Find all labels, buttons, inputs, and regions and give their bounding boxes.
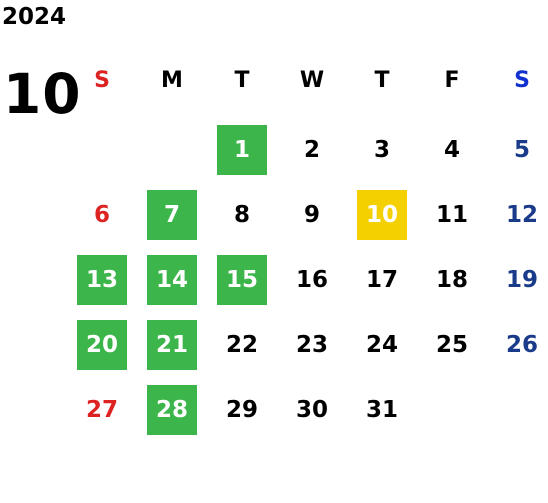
day-cell-20[interactable]: 20: [77, 320, 127, 370]
weekday-header-sun: S: [94, 68, 110, 93]
day-cell-26[interactable]: 26: [505, 332, 538, 358]
day-cell-7[interactable]: 7: [147, 190, 197, 240]
day-cell-10[interactable]: 10: [357, 190, 407, 240]
year-label: 2024: [2, 4, 67, 30]
day-cell-14[interactable]: 14: [147, 255, 197, 305]
day-cell-3[interactable]: 3: [373, 137, 390, 163]
day-cell-13[interactable]: 13: [77, 255, 127, 305]
day-cell-11[interactable]: 11: [435, 202, 468, 228]
day-cell-31[interactable]: 31: [365, 397, 398, 423]
day-cell-17[interactable]: 17: [365, 267, 398, 293]
day-cell-5[interactable]: 5: [513, 137, 530, 163]
weekday-header-sat: S: [514, 68, 530, 93]
weekday-header-tue: T: [234, 68, 250, 93]
day-cell-9[interactable]: 9: [303, 202, 320, 228]
month-label: 10: [3, 62, 82, 126]
day-cell-22[interactable]: 22: [225, 332, 258, 358]
day-cell-28[interactable]: 28: [147, 385, 197, 435]
day-cell-15[interactable]: 15: [217, 255, 267, 305]
day-cell-21[interactable]: 21: [147, 320, 197, 370]
weekday-header-mon: M: [161, 68, 183, 93]
day-cell-16[interactable]: 16: [295, 267, 328, 293]
day-cell-18[interactable]: 18: [435, 267, 468, 293]
day-cell-24[interactable]: 24: [365, 332, 398, 358]
day-cell-8[interactable]: 8: [233, 202, 250, 228]
day-cell-2[interactable]: 2: [303, 137, 320, 163]
day-cell-1[interactable]: 1: [217, 125, 267, 175]
weekday-header-thu: T: [374, 68, 390, 93]
day-cell-19[interactable]: 19: [505, 267, 538, 293]
day-cell-6[interactable]: 6: [93, 202, 110, 228]
day-cell-12[interactable]: 12: [505, 202, 538, 228]
day-cell-30[interactable]: 30: [295, 397, 328, 423]
day-cell-25[interactable]: 25: [435, 332, 468, 358]
day-cell-4[interactable]: 4: [443, 137, 460, 163]
weekday-header-fri: F: [444, 68, 460, 93]
day-cell-27[interactable]: 27: [85, 397, 118, 423]
weekday-header-wed: W: [299, 68, 325, 93]
day-cell-29[interactable]: 29: [225, 397, 258, 423]
day-cell-23[interactable]: 23: [295, 332, 328, 358]
